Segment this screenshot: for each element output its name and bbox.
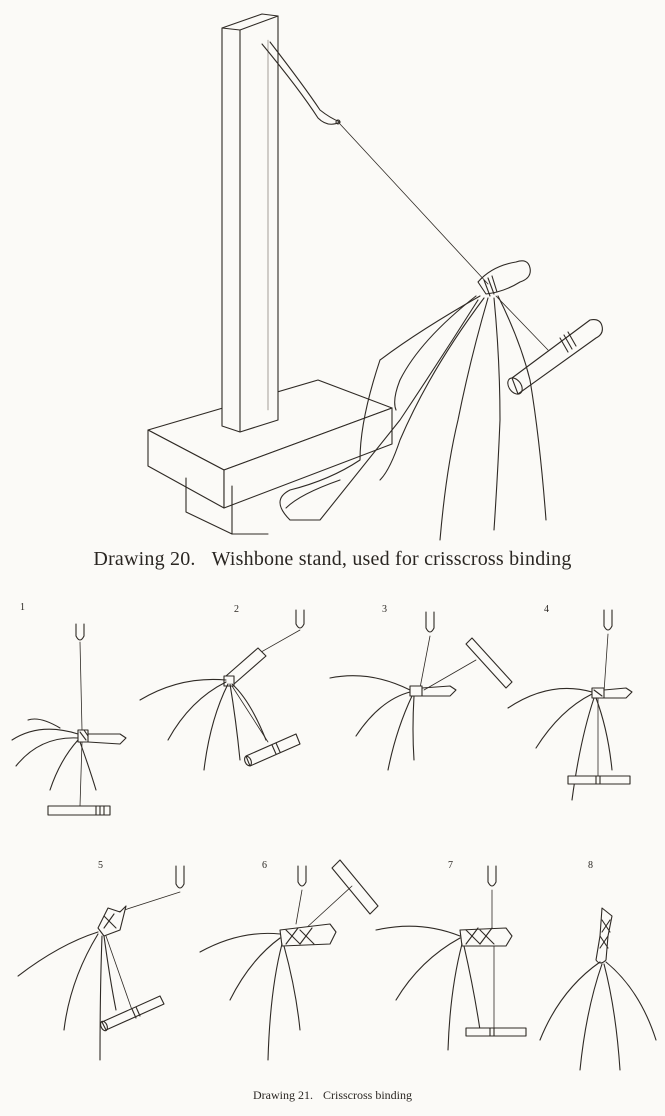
step-4-sketch xyxy=(507,609,633,801)
step-8-sketch xyxy=(539,907,657,1071)
step-7-sketch xyxy=(375,865,527,1051)
step-number: 2 xyxy=(234,604,239,615)
step-number: 6 xyxy=(262,860,267,871)
drawing-20-title: Wishbone stand, used for crisscross bind… xyxy=(211,548,572,570)
drawing-20-caption: Drawing 20. Wishbone stand, used for cris… xyxy=(0,548,665,571)
drawing-20-label: Drawing 20. xyxy=(93,548,196,570)
step-number: 5 xyxy=(98,860,103,871)
step-number: 8 xyxy=(588,860,593,871)
drawing-21-title: Crisscross binding xyxy=(322,1088,412,1102)
step-number: 7 xyxy=(448,860,453,871)
step-number: 4 xyxy=(544,604,549,615)
step-2-sketch xyxy=(139,609,305,771)
drawing-21-label: Drawing 21. xyxy=(252,1088,313,1102)
step-number: 3 xyxy=(382,604,387,615)
step-6-sketch xyxy=(199,859,379,1061)
step-3-sketch xyxy=(329,611,513,771)
step-1-sketch xyxy=(11,623,127,816)
step-number: 1 xyxy=(20,602,25,613)
drawing-21-caption: Drawing 21. Crisscross binding xyxy=(0,1088,665,1103)
step-5-sketch xyxy=(17,865,185,1061)
